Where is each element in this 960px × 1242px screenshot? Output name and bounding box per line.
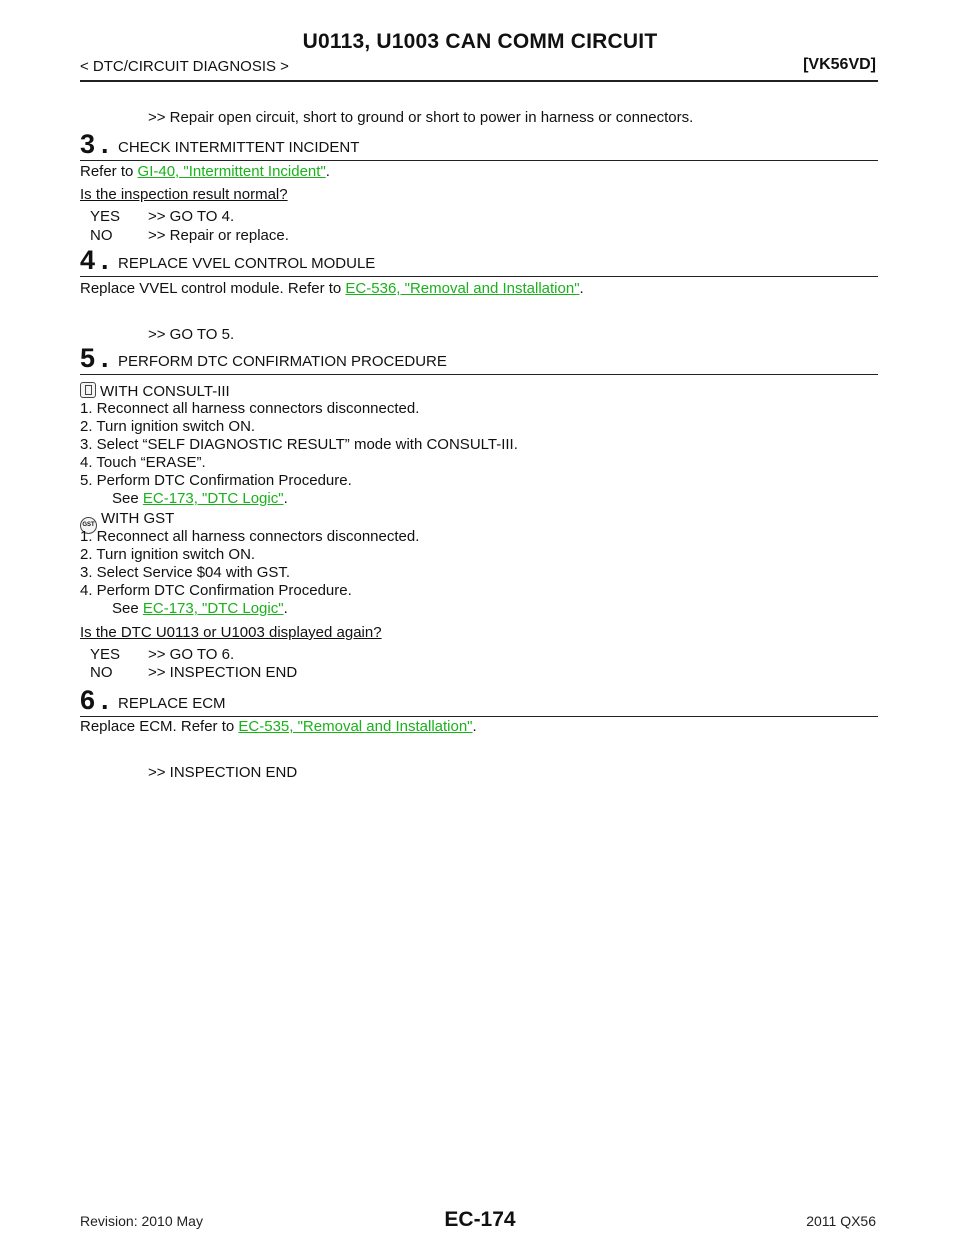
step-3-no-key: NO: [90, 227, 113, 244]
ec-173-dtc-logic-link-1[interactable]: EC-173, "DTC Logic": [142, 490, 284, 507]
step-3-refer-suffix: .: [325, 163, 330, 180]
step-3-question: Is the inspection result normal?: [80, 186, 288, 203]
consult-see-ref: See EC-173, "DTC Logic".: [112, 490, 288, 507]
gst-see-prefix: See: [112, 600, 143, 617]
step-3-yes-row: YES >> GO TO 4.: [90, 208, 234, 225]
step-3-dot: .: [101, 129, 109, 159]
step-6-title: REPLACE ECM: [118, 695, 226, 712]
model-year-label: 2011 QX56: [806, 1213, 876, 1229]
step-5-title: PERFORM DTC CONFIRMATION PROCEDURE: [118, 353, 447, 370]
step-5-number: 5: [80, 343, 96, 373]
step-6-number: 6: [80, 685, 96, 715]
gst-see-ref: See EC-173, "DTC Logic".: [112, 600, 288, 617]
consult-step-4: 4. Touch “ERASE”.: [80, 454, 206, 471]
step-6-text: Replace ECM. Refer to EC-535, "Removal a…: [80, 718, 477, 735]
step-5-no-row: NO >> INSPECTION END: [90, 664, 297, 681]
page-number: EC-174: [444, 1208, 516, 1231]
header-rule: [80, 80, 878, 82]
step-5-question: Is the DTC U0113 or U1003 displayed agai…: [80, 624, 382, 641]
step-5-header: 5 . PERFORM DTC CONFIRMATION PROCEDURE: [80, 344, 878, 375]
step-4-text: Replace VVEL control module. Refer to EC…: [80, 280, 584, 297]
consult-step-5: 5. Perform DTC Confirmation Procedure.: [80, 472, 352, 489]
step-4-text-prefix: Replace VVEL control module. Refer to: [80, 280, 346, 297]
step-5-no-key: NO: [90, 664, 113, 681]
step-4-arrow: >> GO TO 5.: [148, 326, 235, 343]
consult-step-2: 2. Turn ignition switch ON.: [80, 418, 256, 435]
step-5-dot: .: [101, 343, 109, 373]
step-6-header: 6 . REPLACE ECM: [80, 686, 878, 717]
consult-see-suffix: .: [283, 490, 288, 507]
step-5-yes-key: YES: [90, 646, 121, 663]
gst-step-2: 2. Turn ignition switch ON.: [80, 546, 256, 563]
consult-step-3: 3. Select “SELF DIAGNOSTIC RESULT” mode …: [80, 436, 518, 453]
consult-tool-icon: [80, 382, 96, 398]
step-3-refer: Refer to GI-40, "Intermittent Incident".: [80, 163, 330, 180]
gst-step-4: 4. Perform DTC Confirmation Procedure.: [80, 582, 352, 599]
step-3-title: CHECK INTERMITTENT INCIDENT: [118, 139, 360, 156]
ec-536-removal-installation-link[interactable]: EC-536, "Removal and Installation": [345, 280, 580, 297]
gst-step-1: 1. Reconnect all harness connectors disc…: [80, 528, 420, 545]
step-4-dot: .: [101, 245, 109, 275]
page-title: U0113, U1003 CAN COMM CIRCUIT: [302, 30, 658, 53]
consult-see-prefix: See: [112, 490, 143, 507]
step-6-text-suffix: .: [472, 718, 477, 735]
ec-173-dtc-logic-link-2[interactable]: EC-173, "DTC Logic": [142, 600, 284, 617]
repair-arrow-text: >> Repair open circuit, short to ground …: [148, 109, 694, 126]
step-3-yes-key: YES: [90, 208, 121, 225]
step-3-no-value: >> Repair or replace.: [148, 227, 289, 244]
step-5-no-value: >> INSPECTION END: [148, 664, 298, 681]
consult-step-1: 1. Reconnect all harness connectors disc…: [80, 400, 420, 417]
ec-535-removal-installation-link[interactable]: EC-535, "Removal and Installation": [238, 718, 473, 735]
with-gst-label: WITH GST: [101, 510, 175, 527]
step-3-refer-prefix: Refer to: [80, 163, 138, 180]
step-4-number: 4: [80, 245, 96, 275]
step-4-title: REPLACE VVEL CONTROL MODULE: [118, 255, 376, 272]
step-4-header: 4 . REPLACE VVEL CONTROL MODULE: [80, 246, 878, 277]
with-consult-heading: WITH CONSULT-III: [80, 382, 230, 400]
gst-step-3: 3. Select Service $04 with GST.: [80, 564, 291, 581]
with-consult-label: WITH CONSULT-III: [100, 383, 230, 400]
gst-tool-icon: GST: [80, 517, 97, 534]
step-3-header: 3 . CHECK INTERMITTENT INCIDENT: [80, 130, 878, 161]
step-5-yes-value: >> GO TO 6.: [148, 646, 235, 663]
step-4-text-suffix: .: [579, 280, 584, 297]
gi-40-intermittent-incident-link[interactable]: GI-40, "Intermittent Incident": [137, 163, 326, 180]
step-6-arrow: >> INSPECTION END: [148, 764, 298, 781]
step-3-yes-value: >> GO TO 4.: [148, 208, 235, 225]
engine-model-label: [VK56VD]: [803, 56, 876, 73]
step-5-yes-row: YES >> GO TO 6.: [90, 646, 234, 663]
section-label: < DTC/CIRCUIT DIAGNOSIS >: [80, 58, 289, 75]
revision-label: Revision: 2010 May: [80, 1213, 203, 1229]
step-3-no-row: NO >> Repair or replace.: [90, 227, 289, 244]
step-3-number: 3: [80, 129, 96, 159]
gst-see-suffix: .: [283, 600, 288, 617]
step-6-text-prefix: Replace ECM. Refer to: [80, 718, 239, 735]
step-6-dot: .: [101, 685, 109, 715]
